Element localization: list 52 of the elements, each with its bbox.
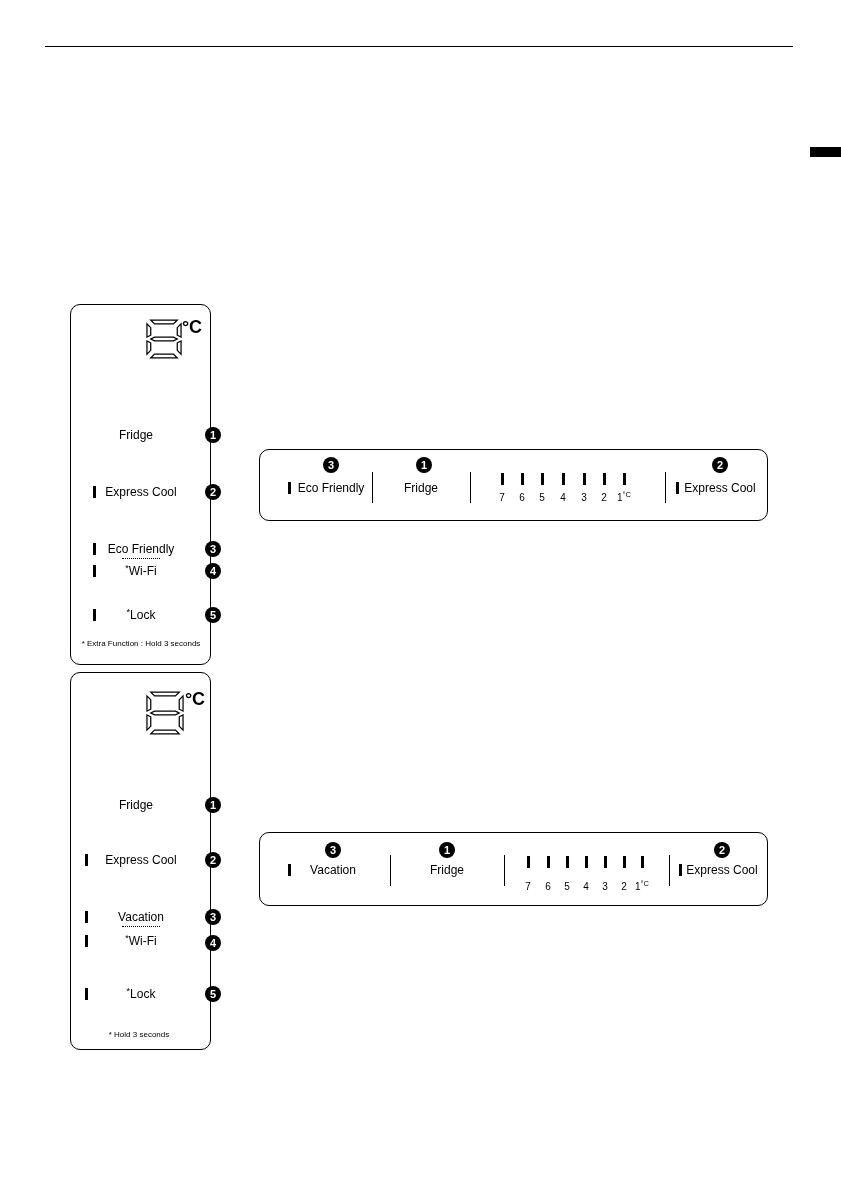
function-label: Fridge <box>119 799 153 811</box>
function-label: Eco Friendly <box>297 482 365 494</box>
function-label: Fridge <box>119 429 153 441</box>
function-label: $^{*}$Wi-Fi <box>125 565 157 577</box>
temperature-digit: 7 <box>499 493 505 503</box>
callout-number: 4 <box>205 563 221 579</box>
temperature-digit: 4 <box>560 493 566 503</box>
temperature-digit: 6 <box>545 882 551 892</box>
unit-label: °C <box>181 318 203 336</box>
temperature-digit: 3 <box>581 493 587 503</box>
function-label: $^{*}$Wi-Fi <box>125 935 157 947</box>
callout-number: 1 <box>205 797 221 813</box>
callout-number: 5 <box>205 607 221 623</box>
temperature-digit: 6 <box>519 493 525 503</box>
temperature-digit: 4 <box>583 882 589 892</box>
callout-number: 2 <box>205 484 221 500</box>
temperature-digit: 5 <box>539 493 545 503</box>
callout-number: 2 <box>714 842 730 858</box>
function-label: Express Cool <box>684 482 756 494</box>
callout-number: 3 <box>205 909 221 925</box>
function-label: Express Cool <box>105 486 177 498</box>
function-label: Vacation <box>310 864 356 876</box>
function-label: Express Cool <box>686 864 758 876</box>
temperature-digit: 2 <box>601 493 607 503</box>
function-label: Eco Friendly <box>107 543 175 555</box>
temperature-digit: 7 <box>525 882 531 892</box>
callout-number: 4 <box>205 935 221 951</box>
callout-number: 2 <box>712 457 728 473</box>
function-label: Vacation <box>118 911 164 923</box>
callout-number: 1 <box>416 457 432 473</box>
temperature-digit: 2 <box>621 882 627 892</box>
callout-number: 1 <box>205 427 221 443</box>
unit-label: °C <box>184 690 206 708</box>
temperature-digit: 1$^{°C}$ <box>617 493 631 503</box>
function-label: $^{*}$Lock <box>126 609 156 621</box>
temperature-digit: 1$^{°C}$ <box>635 882 649 892</box>
function-label: Fridge <box>404 482 438 494</box>
callout-number: 3 <box>325 842 341 858</box>
footnote: * Extra Function : Hold 3 seconds <box>81 640 201 648</box>
callout-number: 1 <box>439 842 455 858</box>
function-label: Express Cool <box>105 854 177 866</box>
callout-number: 3 <box>205 541 221 557</box>
footnote: * Hold 3 seconds <box>108 1031 170 1039</box>
function-label: Fridge <box>430 864 464 876</box>
temperature-digit: 3 <box>602 882 608 892</box>
temperature-digit: 5 <box>564 882 570 892</box>
function-label: $^{*}$Lock <box>126 988 156 1000</box>
display-panel <box>259 832 768 906</box>
callout-number: 3 <box>323 457 339 473</box>
display-panel <box>259 449 768 521</box>
callout-number: 5 <box>205 986 221 1002</box>
callout-number: 2 <box>205 852 221 868</box>
